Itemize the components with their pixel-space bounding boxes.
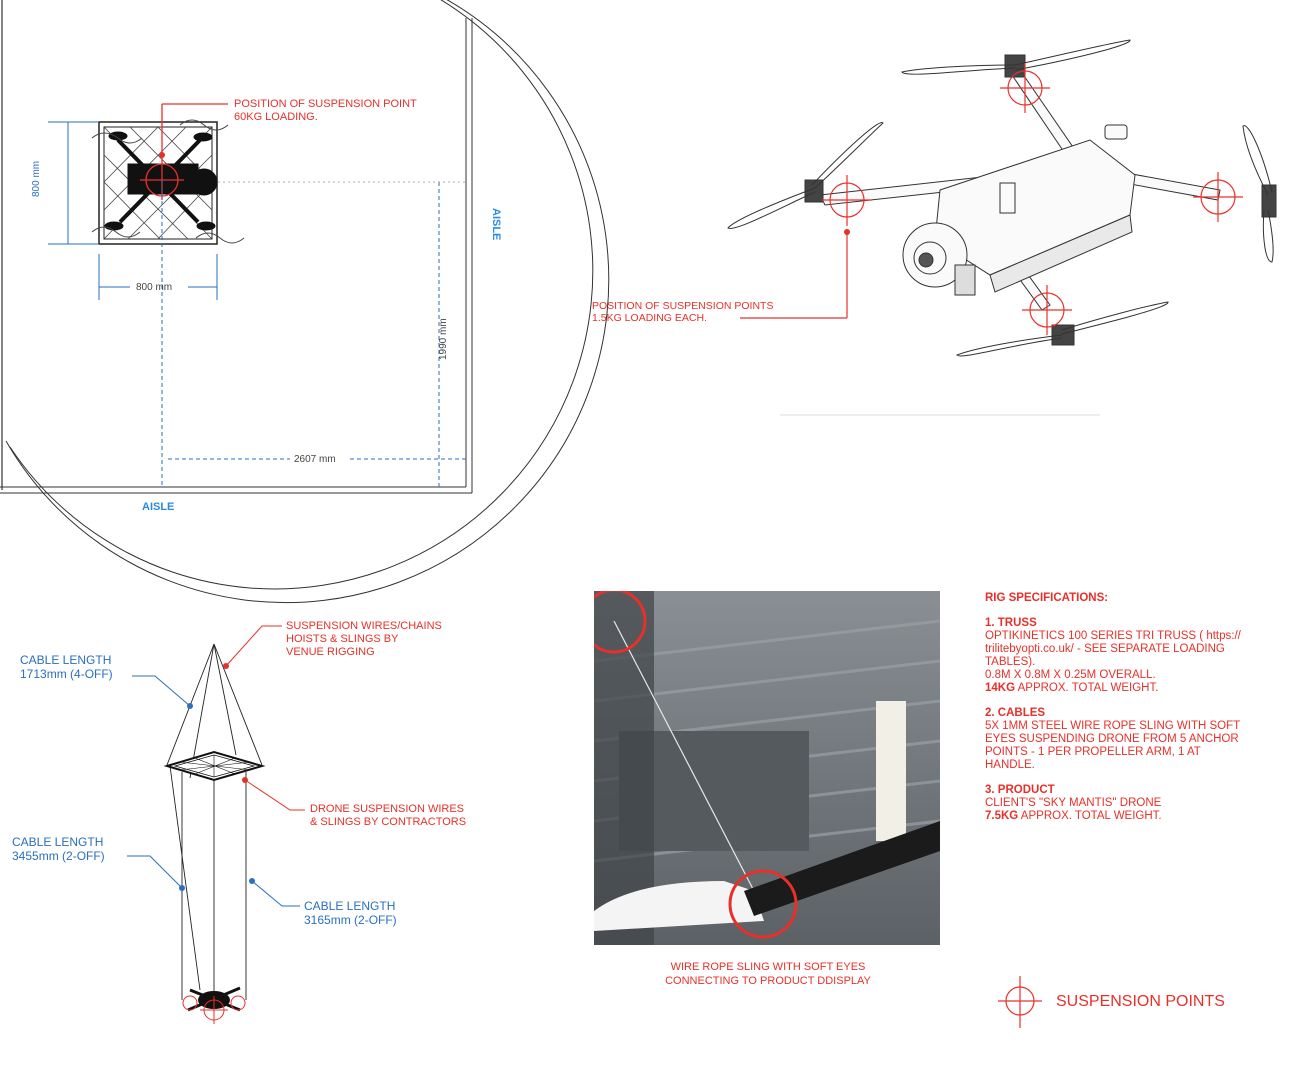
product-weight: 7.5KG APPROX. TOTAL WEIGHT.	[985, 810, 1162, 822]
sling-highlight	[728, 869, 798, 939]
truss-weight: 14KG APPROX. TOTAL WEIGHT.	[985, 682, 1159, 694]
wire-rope	[613, 620, 755, 892]
plan-dimensions	[48, 121, 466, 488]
elevation-leaders	[127, 625, 305, 907]
contractor-wires-label: DRONE SUSPENSION WIRES & SLINGS BY CONTR…	[310, 803, 467, 828]
spec-truss: 1. TRUSS OPTIKINETICS 100 SERIES TRI TRU…	[985, 617, 1305, 695]
truss-line: trilitebyopti.co.uk/ - SEE SEPARATE LOAD…	[985, 643, 1225, 655]
cable-length-3165-label: CABLE LENGTH 3165mm (2-OFF)	[304, 899, 397, 927]
legend-label: SUSPENSION POINTS	[1056, 993, 1225, 1010]
drone-plan	[91, 119, 245, 244]
truss-title: 1. TRUSS	[985, 617, 1037, 629]
dim-width-label: 800 mm	[136, 282, 173, 293]
plan-suspension-label: POSITION OF SUSPENSION POINT 60KG LOADIN…	[234, 98, 417, 123]
drone-elevation	[182, 986, 246, 1024]
rig-specifications: RIG SPECIFICATIONS: 1. TRUSS OPTIKINETIC…	[985, 592, 1305, 823]
venue-rigging-label: SUSPENSION WIRES/CHAINS HOISTS & SLINGS …	[286, 620, 442, 658]
cables-line: 5X 1MM STEEL WIRE ROPE SLING WITH SOFT	[985, 720, 1241, 732]
drone-suspension-markers	[740, 63, 1243, 335]
spec-heading: RIG SPECIFICATIONS:	[985, 592, 1109, 604]
cables-title: 2. CABLES	[985, 707, 1046, 719]
spec-cables: 2. CABLES 5X 1MM STEEL WIRE ROPE SLING W…	[985, 707, 1305, 772]
spec-product: 3. PRODUCT CLIENT'S "SKY MANTIS" DRONE 7…	[985, 784, 1305, 823]
cable-length-1713-label: CABLE LENGTH 1713mm (4-OFF)	[20, 653, 113, 681]
product-title: 3. PRODUCT	[985, 784, 1055, 796]
drone-body	[804, 54, 1277, 346]
product-line: CLIENT'S "SKY MANTIS" DRONE	[985, 797, 1162, 809]
drone-suspension-label: POSITION OF SUSPENSION POINTS 1.5KG LOAD…	[592, 300, 774, 324]
drone-body-photo	[594, 881, 764, 931]
photo-illustration	[594, 591, 940, 945]
truss-line: OPTIKINETICS 100 SERIES TRI TRUSS ( http…	[985, 630, 1241, 642]
plan-anchor-dot	[159, 152, 165, 158]
truss-line: 0.8M X 0.8M X 0.25M OVERALL.	[985, 669, 1156, 681]
drone-propellers	[727, 39, 1274, 357]
swing-circle	[5, 0, 610, 604]
rigging-photo	[594, 591, 940, 945]
cables-line: EYES SUSPENDING DRONE FROM 5 ANCHOR	[985, 733, 1239, 745]
room-walls	[0, 0, 473, 494]
dim-horizontal-label: 2607 mm	[294, 454, 336, 465]
cables	[166, 643, 263, 1000]
leader-dots	[179, 663, 255, 891]
cables-line: HANDLE.	[985, 759, 1035, 771]
drone-anchor-dot	[844, 229, 850, 235]
aisle-bottom-label: AISLE	[142, 501, 175, 513]
top-anchor-highlight	[594, 591, 647, 654]
light	[876, 701, 906, 841]
truss-line: TABLES).	[985, 656, 1036, 668]
cables-line: POINTS - 1 PER PROPELLER ARM, 1 AT	[985, 746, 1201, 758]
cable-length-3455-label: CABLE LENGTH 3455mm (2-OFF)	[12, 835, 105, 863]
photo-caption: WIRE ROPE SLING WITH SOFT EYES CONNECTIN…	[665, 961, 871, 987]
crosshair-icon	[998, 976, 1042, 1028]
truss-elevation	[163, 750, 266, 782]
